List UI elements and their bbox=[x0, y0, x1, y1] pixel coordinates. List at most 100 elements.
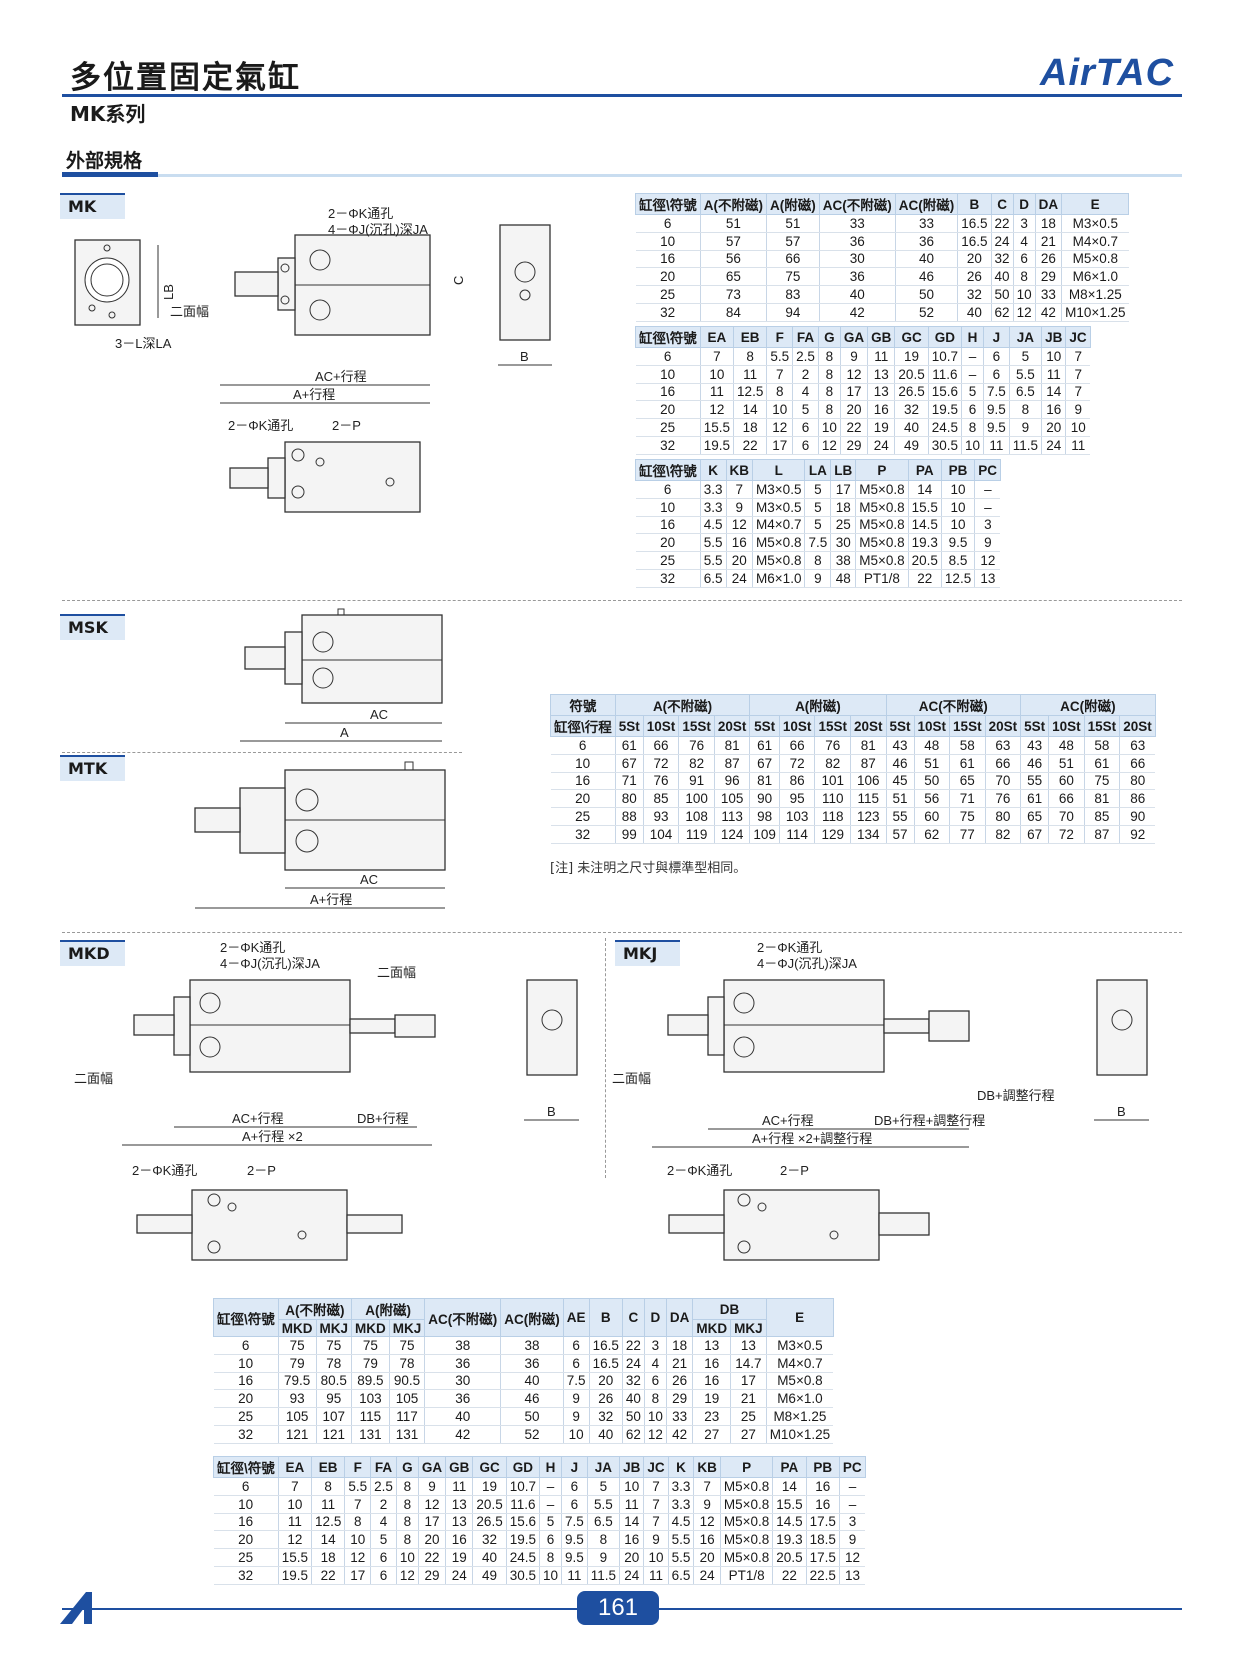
svg-text:B: B bbox=[520, 349, 529, 364]
table-cell: 19 bbox=[692, 1389, 731, 1409]
table-cell: 63 bbox=[1119, 736, 1156, 755]
table-cell: 7 bbox=[766, 365, 793, 384]
table-cell: 66 bbox=[1119, 754, 1156, 773]
table-cell: 10 bbox=[1012, 285, 1036, 304]
table-cell: 13 bbox=[867, 383, 895, 402]
table-cell: 12 bbox=[839, 365, 868, 384]
mkj-k-label: 2－ΦK通孔 bbox=[757, 940, 822, 955]
table-cell: 58 bbox=[1083, 736, 1120, 755]
table-cell: 105 bbox=[713, 789, 750, 809]
table-header-cell: FA bbox=[792, 326, 819, 348]
table-cell: 14 bbox=[619, 1513, 644, 1532]
table-cell: 50 bbox=[621, 1407, 645, 1426]
table-cell: 11.6 bbox=[505, 1495, 540, 1514]
table-header-cell: 5St bbox=[1020, 715, 1050, 737]
table-cell: 42 bbox=[1034, 303, 1062, 322]
table-cell: 30.5 bbox=[505, 1566, 540, 1585]
table-cell: 11 bbox=[1041, 365, 1066, 384]
table-cell: 32 bbox=[213, 1566, 279, 1585]
table-cell: 24.5 bbox=[927, 418, 962, 437]
table-header-cell: GA bbox=[417, 1456, 447, 1478]
table-cell: 56 bbox=[699, 250, 767, 269]
table-cell: 5.5 bbox=[1008, 365, 1042, 384]
table-cell: 17.5 bbox=[805, 1513, 840, 1532]
table-cell: 7 bbox=[1065, 383, 1091, 402]
table-cell: 25 bbox=[635, 551, 701, 570]
table-cell: 77 bbox=[949, 825, 986, 844]
mkd-ac-label: AC+行程 bbox=[232, 1111, 284, 1126]
table-cell: 4 bbox=[1012, 232, 1036, 251]
table-cell: 9 bbox=[838, 1530, 866, 1550]
table-cell: 24 bbox=[990, 232, 1014, 251]
table-cell: 13 bbox=[445, 1513, 473, 1532]
table-cell: 32 bbox=[213, 1425, 279, 1444]
table-cell: 8 bbox=[1012, 267, 1036, 287]
table-cell: 7 bbox=[699, 347, 734, 366]
table-cell: – bbox=[974, 480, 1001, 499]
table-cell: 20 bbox=[550, 789, 616, 809]
table-header-cell: G bbox=[395, 1456, 419, 1478]
table-cell: 15.5 bbox=[277, 1548, 312, 1567]
table-cell: 82 bbox=[984, 825, 1021, 844]
table-cell: 27 bbox=[692, 1425, 731, 1444]
table-cell: 22 bbox=[772, 1566, 807, 1585]
table-cell: 4 bbox=[370, 1513, 397, 1532]
table-cell: 22 bbox=[990, 214, 1014, 233]
table-cell: 81 bbox=[1083, 789, 1120, 809]
mkj-k2-label: 2－ΦK通孔 bbox=[667, 1163, 732, 1178]
table-header-cell: JB bbox=[619, 1456, 645, 1478]
table-cell: 79 bbox=[351, 1354, 390, 1373]
table-cell: M5×0.8 bbox=[719, 1477, 773, 1496]
table-cell: 33 bbox=[1034, 285, 1062, 304]
table-cell: 29 bbox=[417, 1566, 446, 1585]
table-cell: 40 bbox=[990, 267, 1014, 287]
table-cell: 38 bbox=[830, 551, 856, 570]
table-cell: 25 bbox=[730, 1407, 767, 1426]
table-cell: 61 bbox=[1020, 789, 1049, 809]
table-cell: 90.5 bbox=[388, 1372, 425, 1391]
table-cell: 108 bbox=[678, 807, 715, 826]
section-bar bbox=[62, 172, 158, 177]
table-cell: 75 bbox=[949, 807, 986, 826]
table-cell: 10 bbox=[1065, 418, 1091, 437]
table-cell: 13 bbox=[692, 1336, 731, 1355]
table-cell: 85 bbox=[642, 789, 679, 809]
table-cell: 5 bbox=[960, 383, 984, 402]
table-cell: 78 bbox=[388, 1354, 425, 1373]
table-cell: 81 bbox=[749, 772, 780, 791]
table-cell: 9 bbox=[417, 1477, 446, 1496]
table-cell: 9.5 bbox=[561, 1548, 588, 1567]
table-cell: 18.5 bbox=[805, 1530, 840, 1550]
table-header-cell: JA bbox=[1008, 326, 1043, 348]
table-cell: 9.5 bbox=[983, 400, 1010, 420]
table-cell: 25 bbox=[635, 285, 701, 304]
table-cell: 26.5 bbox=[894, 383, 929, 402]
table-cell: 6 bbox=[1012, 250, 1036, 269]
table-cell: 2 bbox=[792, 365, 819, 384]
table-cell: 60 bbox=[1048, 772, 1085, 791]
table-cell: 26 bbox=[588, 1389, 623, 1409]
table-note: [注] 未注明之尺寸與標準型相同。 bbox=[550, 861, 747, 876]
table-cell: 87 bbox=[713, 754, 750, 773]
table-cell: 14.7 bbox=[730, 1354, 767, 1373]
table-cell: 26.5 bbox=[472, 1513, 507, 1532]
table-cell: 8 bbox=[817, 347, 841, 366]
table-cell: 32 bbox=[894, 400, 929, 420]
mkj-p-label: 2－P bbox=[780, 1163, 809, 1178]
table-header-cell: EA bbox=[277, 1456, 313, 1478]
table-cell: 32 bbox=[990, 250, 1014, 269]
table-mkd-mkj-basic: 缸徑\符號 A(不附磁) A(附磁) AC(不附磁) AC(附磁) AE B C… bbox=[213, 1298, 834, 1444]
mk-ac-label: AC+行程 bbox=[315, 369, 367, 384]
table-cell: 16 bbox=[805, 1477, 840, 1496]
table-cell: 66 bbox=[984, 754, 1021, 773]
table-header-cell: JB bbox=[1041, 326, 1067, 348]
table-cell: 66 bbox=[1048, 789, 1085, 809]
